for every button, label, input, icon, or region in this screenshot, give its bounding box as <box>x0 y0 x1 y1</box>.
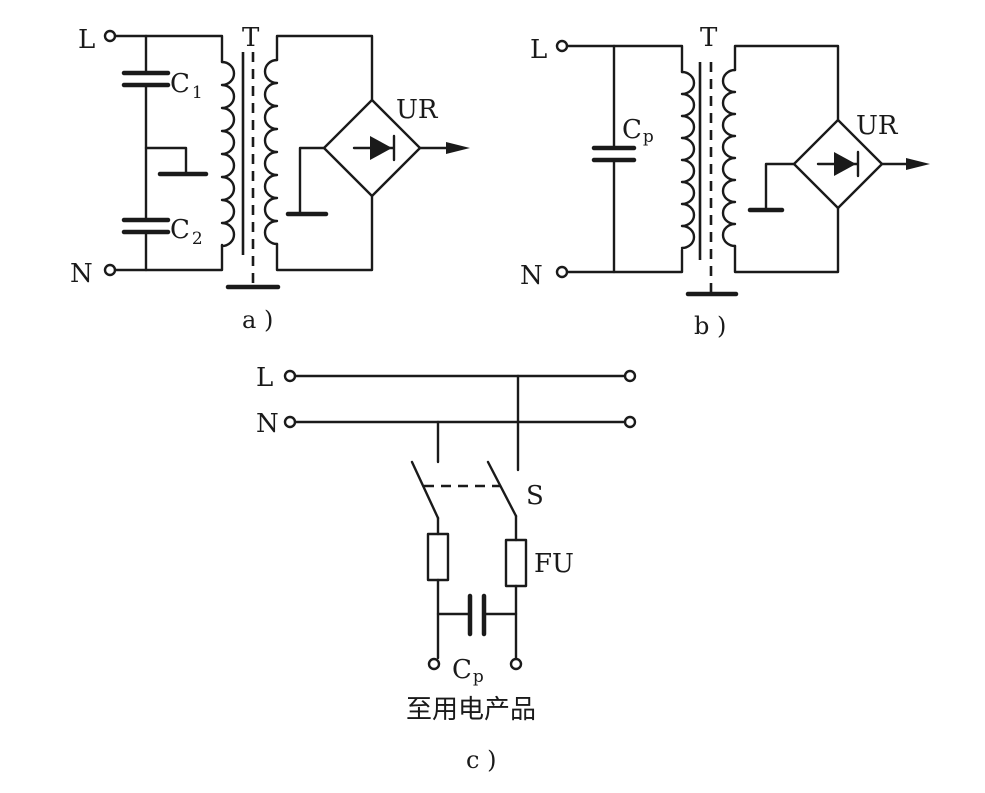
terminal-n-b <box>555 265 569 279</box>
output-note: 至用电产品 <box>406 695 536 725</box>
label-ur-b: UR <box>856 111 899 141</box>
diagram-c: L N S FU Cp 至用电产品 c ) <box>256 363 637 774</box>
label-l-a: L <box>78 25 95 55</box>
switch-blade-right <box>486 460 518 518</box>
label-n-a: N <box>70 259 93 289</box>
output-arrow-a <box>446 142 470 154</box>
bridge-rectifier-b <box>792 118 884 210</box>
label-t-a: T <box>242 23 260 53</box>
terminal-n-c-right <box>623 415 637 429</box>
capacitor-c2 <box>121 217 171 235</box>
capacitor-cp-c <box>467 593 487 637</box>
diagram-b: L N Cp T UR b ) <box>520 23 930 340</box>
diode-symbol-b <box>834 152 856 176</box>
caption-b: b ) <box>694 312 726 340</box>
output-terminal-left <box>427 657 441 671</box>
label-n-b: N <box>520 261 543 291</box>
terminal-l-b <box>555 39 569 53</box>
caption-a: a ) <box>242 306 273 334</box>
terminal-l-c-right <box>623 369 637 383</box>
primary-coil-b <box>680 70 696 250</box>
label-fu: FU <box>534 549 574 579</box>
label-cp-b: Cp <box>622 115 654 147</box>
secondary-coil-a <box>263 58 279 246</box>
caption-c: c ) <box>466 746 496 774</box>
fuse-right <box>504 538 528 588</box>
output-terminal-right <box>509 657 523 671</box>
label-l-b: L <box>530 35 547 65</box>
primary-coil-a <box>220 60 236 248</box>
label-ur-a: UR <box>396 95 439 125</box>
label-cp-c: Cp <box>452 655 484 687</box>
terminal-l-a <box>103 29 117 43</box>
wire-l-a <box>113 34 224 64</box>
switch-blade-left <box>410 460 440 520</box>
label-t-b: T <box>700 23 718 53</box>
bridge-rectifier-a <box>322 98 422 198</box>
label-n-c: N <box>256 409 279 439</box>
terminal-n-a <box>103 263 117 277</box>
capacitor-c1 <box>121 70 171 88</box>
capacitor-cp-b <box>591 145 637 163</box>
fuse-left <box>426 532 450 582</box>
terminal-n-c-left <box>283 415 297 429</box>
terminal-l-c-left <box>283 369 297 383</box>
label-s: S <box>526 481 544 511</box>
secondary-coil-b <box>721 68 737 248</box>
output-arrow-b <box>906 158 930 170</box>
wire-n-a <box>113 243 224 272</box>
diode-symbol-a <box>370 136 392 160</box>
label-l-c: L <box>256 363 273 393</box>
